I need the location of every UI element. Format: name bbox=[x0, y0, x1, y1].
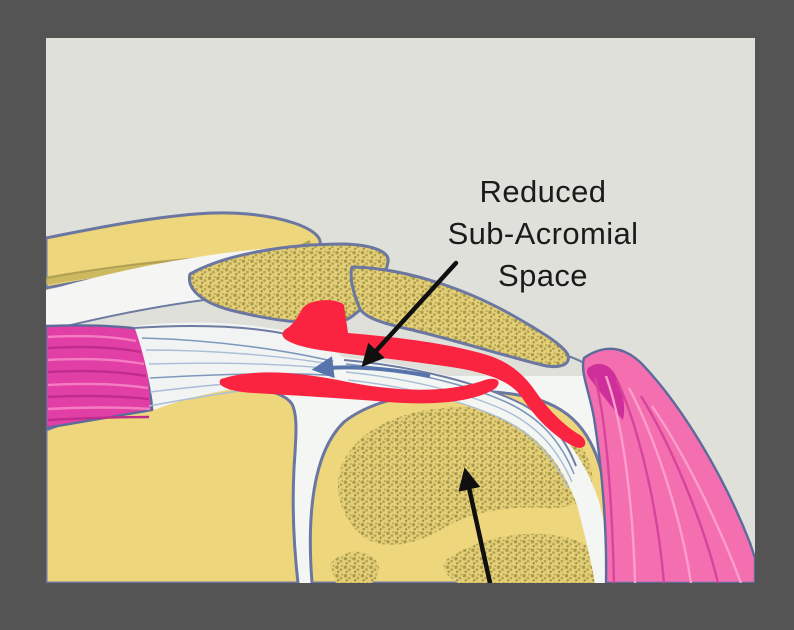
shoulder-illustration bbox=[46, 38, 755, 583]
muscle-striation bbox=[47, 334, 137, 343]
inflamed-bursa bbox=[219, 300, 586, 448]
supraspinatus-belly bbox=[46, 324, 154, 430]
bursa-roof-red bbox=[282, 300, 586, 448]
tendon-striation bbox=[347, 379, 569, 489]
tendon-striation bbox=[345, 371, 573, 483]
tendon-fan-top-edge bbox=[133, 325, 287, 335]
annotation-arrow-humeral-head bbox=[458, 467, 493, 583]
muscle-striation bbox=[47, 357, 145, 366]
muscle-striation bbox=[47, 406, 151, 411]
muscle-striation bbox=[47, 415, 150, 422]
deltoid-striation bbox=[627, 387, 693, 583]
impingement-flow-arrow-icon bbox=[311, 356, 431, 379]
annotation-label: Reduced Sub-Acromial Space bbox=[447, 174, 639, 293]
clavicle-arc bbox=[349, 265, 570, 369]
muscle-striation bbox=[47, 394, 150, 401]
deltoid-body bbox=[581, 347, 755, 583]
humeral-head bbox=[308, 389, 612, 583]
bursa-floor-red bbox=[219, 372, 499, 404]
annotation-arrow-subacromial-space bbox=[361, 260, 459, 367]
supraspinatus-muscle bbox=[46, 324, 154, 430]
cancellous-blob-lower-left bbox=[330, 551, 380, 583]
muscle-striation bbox=[47, 382, 149, 390]
deltoid-striation bbox=[651, 405, 743, 583]
tendon-band-white bbox=[331, 357, 617, 583]
muscle-striation bbox=[47, 369, 147, 378]
deltoid-muscle bbox=[581, 347, 755, 583]
deltoid-striation bbox=[615, 379, 666, 583]
deltoid-striation bbox=[593, 377, 616, 583]
deltoid-striation bbox=[639, 395, 720, 583]
illustration-panel: Reduced Sub-Acromial Space bbox=[46, 38, 755, 583]
muscle-striation bbox=[47, 345, 142, 354]
supraspinatus-tendon-band bbox=[331, 355, 617, 583]
deltoid-striation bbox=[604, 375, 637, 583]
